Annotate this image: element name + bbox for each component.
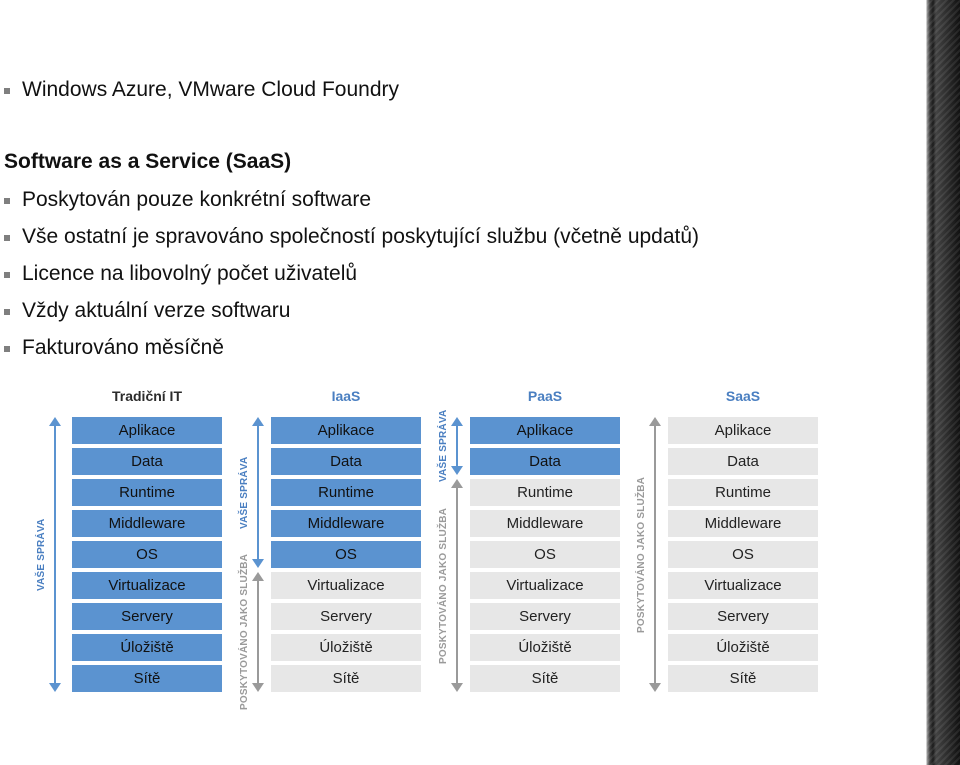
layer-8: Sítě xyxy=(72,665,222,692)
layer-1: Data xyxy=(72,448,222,475)
layer-2: Runtime xyxy=(72,479,222,506)
layer-8: Sítě xyxy=(271,665,421,692)
layer-5: Virtualizace xyxy=(668,572,818,599)
column-title: SaaS xyxy=(725,388,761,404)
service-arrow xyxy=(451,479,463,692)
layer-4: OS xyxy=(668,541,818,568)
layer-7: Úložiště xyxy=(72,634,222,661)
layer-8: Sítě xyxy=(668,665,818,692)
managed-label: VAŠE SPRÁVA xyxy=(35,518,47,591)
bullet-top: Windows Azure, VMware Cloud Foundry xyxy=(4,78,399,102)
bullet-item: Licence na libovolný počet uživatelů xyxy=(4,262,357,286)
managed-arrow xyxy=(252,417,264,568)
layer-0: Aplikace xyxy=(271,417,421,444)
layer-4: OS xyxy=(271,541,421,568)
service-label: POSKYTOVÁNO JAKO SLUŽBA xyxy=(437,507,449,664)
layer-1: Data xyxy=(668,448,818,475)
layer-3: Middleware xyxy=(668,510,818,537)
layer-4: OS xyxy=(470,541,620,568)
layer-5: Virtualizace xyxy=(271,572,421,599)
bullet-item: Poskytován pouze konkrétní software xyxy=(4,188,371,212)
layer-2: Runtime xyxy=(271,479,421,506)
layer-5: Virtualizace xyxy=(72,572,222,599)
bullet-square-icon xyxy=(4,197,10,204)
layer-2: Runtime xyxy=(668,479,818,506)
bullet-square-icon xyxy=(4,87,10,94)
layer-0: Aplikace xyxy=(72,417,222,444)
layer-3: Middleware xyxy=(72,510,222,537)
layer-1: Data xyxy=(271,448,421,475)
managed-label: VAŠE SPRÁVA xyxy=(238,456,250,529)
layer-6: Servery xyxy=(271,603,421,630)
bullet-text: Vždy aktuální verze softwaru xyxy=(22,299,291,322)
column-title: PaaS xyxy=(527,388,563,404)
bullet-item: Vše ostatní je spravováno společností po… xyxy=(4,225,699,249)
layer-7: Úložiště xyxy=(668,634,818,661)
bullet-square-icon xyxy=(4,271,10,278)
bullet-text: Fakturováno měsíčně xyxy=(22,336,224,359)
slide-frame-edge xyxy=(924,0,960,765)
managed-arrow xyxy=(451,417,463,475)
layer-6: Servery xyxy=(668,603,818,630)
layer-4: OS xyxy=(72,541,222,568)
service-label: POSKYTOVÁNO JAKO SLUŽBA xyxy=(635,476,647,633)
service-arrow xyxy=(252,572,264,692)
layer-5: Virtualizace xyxy=(470,572,620,599)
bullet-square-icon xyxy=(4,308,10,315)
layer-3: Middleware xyxy=(271,510,421,537)
layer-2: Runtime xyxy=(470,479,620,506)
service-arrow xyxy=(649,417,661,692)
column-title: IaaS xyxy=(331,388,361,404)
managed-arrow xyxy=(49,417,61,692)
layer-7: Úložiště xyxy=(271,634,421,661)
bullet-square-icon xyxy=(4,345,10,352)
layer-0: Aplikace xyxy=(668,417,818,444)
layer-6: Servery xyxy=(470,603,620,630)
bullet-text: Windows Azure, VMware Cloud Foundry xyxy=(22,78,399,101)
layer-0: Aplikace xyxy=(470,417,620,444)
section-heading: Software as a Service (SaaS) xyxy=(4,150,292,173)
layer-8: Sítě xyxy=(470,665,620,692)
bullet-text: Licence na libovolný počet uživatelů xyxy=(22,262,358,285)
column-title: Tradiční IT xyxy=(111,388,182,404)
bullet-item: Fakturováno měsíčně xyxy=(4,336,224,360)
layer-6: Servery xyxy=(72,603,222,630)
layer-3: Middleware xyxy=(470,510,620,537)
layer-7: Úložiště xyxy=(470,634,620,661)
service-label: POSKYTOVÁNO JAKO SLUŽBA xyxy=(238,553,250,710)
bullet-square-icon xyxy=(4,234,10,241)
layer-1: Data xyxy=(470,448,620,475)
managed-label: VAŠE SPRÁVA xyxy=(437,409,449,482)
bullet-text: Vše ostatní je spravováno společností po… xyxy=(22,225,700,248)
bullet-text: Poskytován pouze konkrétní software xyxy=(22,188,372,211)
bullet-item: Vždy aktuální verze softwaru xyxy=(4,299,290,323)
